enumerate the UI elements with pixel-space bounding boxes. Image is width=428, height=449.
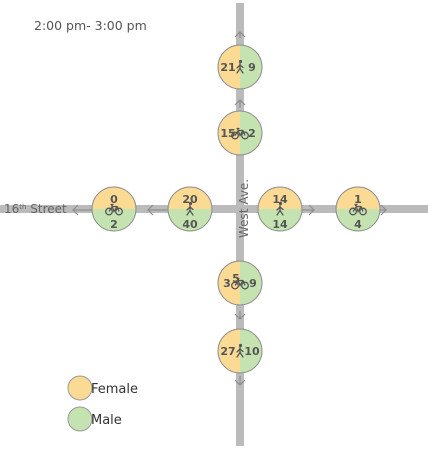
male-half — [240, 45, 262, 89]
count-circle-east-outer: 14 — [335, 186, 381, 232]
male-half — [258, 209, 302, 231]
female-swatch — [67, 375, 93, 401]
circle-outline — [91, 186, 137, 232]
male-count: 9 — [249, 277, 257, 290]
male-half — [336, 209, 380, 231]
pedestrian-icon — [236, 343, 244, 358]
female-half — [218, 329, 240, 373]
male-count: 2 — [248, 127, 256, 140]
female-count: 27 — [220, 345, 235, 358]
female-count: 14 — [272, 193, 288, 206]
count-circle-west-outer: 02 — [91, 186, 137, 232]
bicycle-icon — [105, 203, 123, 216]
bicycle-icon — [349, 203, 367, 216]
female-count: 0 — [110, 193, 118, 206]
female-half — [92, 187, 136, 209]
male-half — [92, 209, 136, 231]
pedestrian-icon — [276, 201, 284, 216]
female-half — [258, 187, 302, 209]
count-circle-east-inner: 14 14 — [257, 186, 303, 232]
street-label-west-ave: West Ave. — [237, 179, 251, 238]
female-count: 21 — [220, 61, 235, 74]
count-circle-north-outer: 21 9 — [217, 44, 263, 90]
16th-street-road — [0, 205, 428, 213]
pedestrian-icon — [236, 59, 244, 74]
count-circle-north-inner: 15 2 — [217, 110, 263, 156]
female-half — [218, 261, 240, 305]
male-count: 14 — [272, 218, 288, 231]
male-count: 40 — [182, 218, 198, 231]
male-swatch — [67, 406, 93, 432]
circle-outline — [167, 186, 213, 232]
circle-outline — [257, 186, 303, 232]
female-half — [168, 187, 212, 209]
circle-outline — [217, 328, 263, 374]
male-count: 9 — [248, 61, 256, 74]
female-count: 5 — [232, 272, 240, 285]
circle-outline — [217, 110, 263, 156]
circle-outline — [217, 260, 263, 306]
count-circle-south-outer: 27 10 — [217, 328, 263, 374]
female-count: 1 — [354, 193, 362, 206]
direction-arrows — [72, 31, 387, 386]
female-count: 3 — [223, 277, 231, 290]
male-half — [240, 261, 262, 305]
female-half — [336, 187, 380, 209]
circle-outline — [335, 186, 381, 232]
female-half — [218, 111, 240, 155]
street-label-16th: 16th Street — [4, 202, 67, 216]
female-half — [218, 45, 240, 89]
legend-label-female: Female — [91, 382, 138, 397]
male-count: 4 — [354, 218, 362, 231]
legend: Female Male — [67, 375, 138, 432]
pedestrian-icon — [186, 201, 194, 216]
female-count: 15 — [220, 127, 235, 140]
legend-label-male: Male — [91, 413, 122, 428]
male-half — [240, 329, 262, 373]
circle-outline — [217, 44, 263, 90]
female-count: 20 — [182, 193, 198, 206]
male-count: 2 — [110, 218, 118, 231]
time-period-label: 2:00 pm- 3:00 pm — [34, 18, 147, 33]
male-count: 10 — [244, 345, 260, 358]
west-ave-road — [236, 3, 244, 446]
male-half — [240, 111, 262, 155]
male-half — [168, 209, 212, 231]
bicycle-icon — [231, 127, 249, 140]
legend-item-female: Female — [67, 375, 138, 401]
bicycle-icon — [231, 277, 249, 290]
legend-item-male: Male — [67, 406, 122, 432]
